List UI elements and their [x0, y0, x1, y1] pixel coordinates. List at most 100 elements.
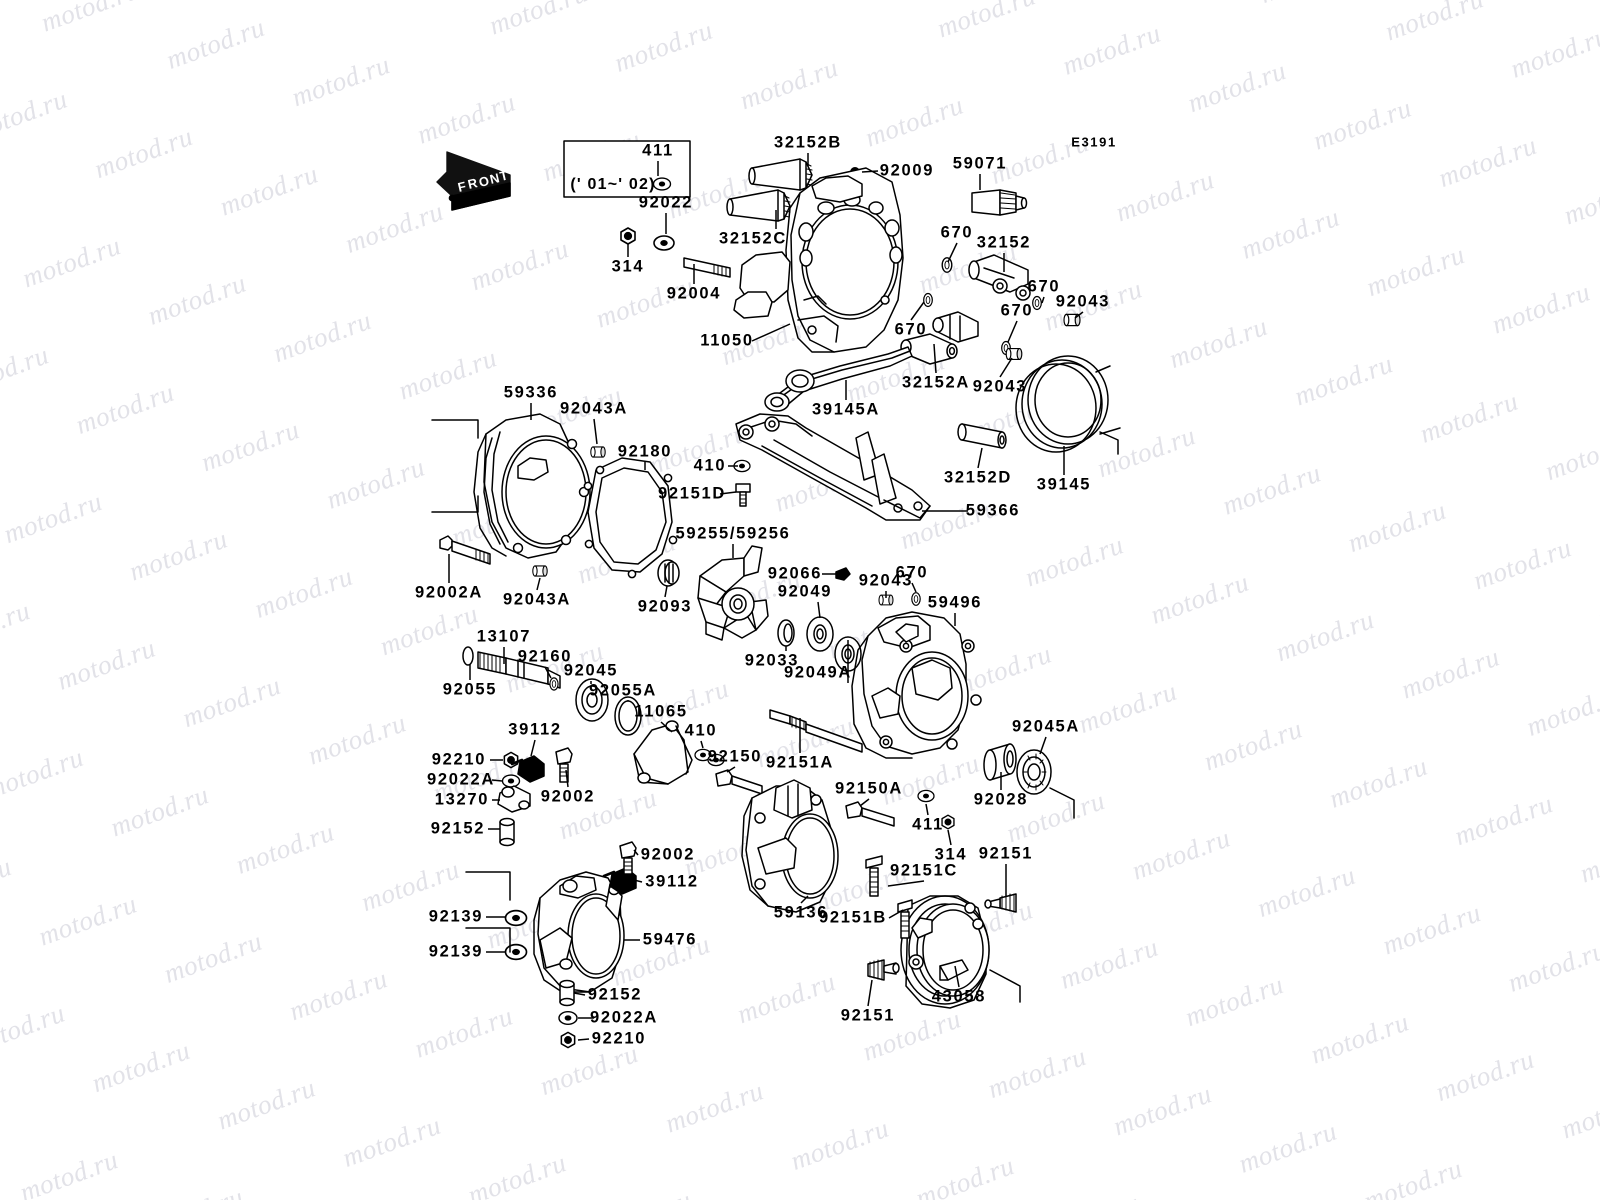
part-label-670[interactable]: 670: [1027, 277, 1061, 296]
part-label-92151D[interactable]: 92151D: [658, 484, 726, 503]
clip-39112-a: [510, 755, 545, 783]
svg-text:O: O: [477, 173, 490, 190]
part-label-92210[interactable]: 92210: [591, 1029, 647, 1048]
circlip-92033: [777, 619, 795, 647]
part-label-32152A[interactable]: 32152A: [902, 373, 970, 392]
part-label-13107[interactable]: 13107: [476, 627, 532, 646]
part-label-314[interactable]: 314: [611, 257, 645, 276]
part-label-411[interactable]: 411: [642, 141, 674, 160]
part-label-92033[interactable]: 92033: [744, 651, 800, 670]
svg-text:N: N: [488, 170, 501, 187]
part-label-39112[interactable]: 39112: [508, 720, 562, 739]
part-label-59136[interactable]: 59136: [773, 903, 829, 922]
part-label-59366[interactable]: 59366: [965, 501, 1021, 520]
part-label-92055[interactable]: 92055: [442, 680, 498, 699]
part-label-92022A[interactable]: 92022A: [590, 1008, 658, 1027]
part-label-670[interactable]: 670: [895, 563, 929, 582]
part-label-39145A[interactable]: 39145A: [812, 400, 880, 419]
part-label-92002[interactable]: 92002: [540, 787, 596, 806]
rod-32152a: [900, 311, 979, 365]
part-label-92160[interactable]: 92160: [517, 647, 573, 666]
part-label-92055A[interactable]: 92055A: [589, 681, 657, 700]
bolt-92150a: [845, 801, 895, 827]
svg-text:T: T: [498, 168, 509, 184]
part-label-11050[interactable]: 11050: [700, 331, 754, 350]
part-label-59476[interactable]: 59476: [642, 930, 698, 949]
part-label-314[interactable]: 314: [934, 845, 968, 864]
clamp-ring-43058: [900, 895, 990, 1009]
part-label-39112[interactable]: 39112: [645, 872, 699, 891]
bolt-92151c: [865, 855, 883, 897]
part-label-32152D[interactable]: 32152D: [944, 468, 1012, 487]
part-label-670[interactable]: 670: [940, 223, 974, 242]
fitting-59071: [971, 189, 1028, 216]
part-label-92150[interactable]: 92150: [707, 747, 763, 766]
part-label-13270[interactable]: 13270: [434, 790, 490, 809]
hose-39145a: [764, 346, 913, 412]
part-label-92043[interactable]: 92043: [972, 377, 1028, 396]
seal-92049: [806, 616, 834, 652]
fitting-92151-a: [984, 893, 1017, 913]
part-label-92210[interactable]: 92210: [431, 750, 487, 769]
nozzle-59476: [533, 871, 625, 993]
bolt-92002a: [439, 535, 491, 565]
part-label-59496[interactable]: 59496: [927, 593, 983, 612]
part-label-92152[interactable]: 92152: [430, 819, 486, 838]
part-label-670[interactable]: 670: [1000, 301, 1034, 320]
part-label-92180[interactable]: 92180: [617, 442, 673, 461]
part-label-92049A[interactable]: 92049A: [784, 663, 852, 682]
part-label-92043A[interactable]: 92043A: [560, 399, 628, 418]
oring-92055a: [614, 696, 642, 736]
part-label-670[interactable]: 670: [894, 320, 928, 339]
part-label-410[interactable]: 410: [684, 721, 718, 740]
clamp-13270: [497, 785, 531, 813]
part-label-92043[interactable]: 92043: [1055, 292, 1111, 311]
leader-92045a-bracket: [1049, 787, 1075, 819]
hose-coil-39145: [1015, 355, 1121, 453]
part-label-92045A[interactable]: 92045A: [1012, 717, 1080, 736]
collar-92028: [983, 743, 1017, 781]
part-label-92151[interactable]: 92151: [978, 844, 1034, 863]
svg-text:R: R: [466, 175, 479, 192]
part-label-92022[interactable]: 92022: [638, 193, 694, 212]
part-label-92045[interactable]: 92045: [563, 661, 619, 680]
part-label-11065[interactable]: 11065: [634, 702, 688, 721]
part-label-43058[interactable]: 43058: [931, 987, 987, 1006]
part-label-92151[interactable]: 92151: [840, 1006, 896, 1025]
part-label-32152[interactable]: 32152: [976, 233, 1032, 252]
part-label-92022A[interactable]: 92022A: [427, 770, 495, 789]
part-label-92150A[interactable]: 92150A: [835, 779, 903, 798]
part-label-92043[interactable]: 92043: [858, 571, 914, 590]
part-label-92139[interactable]: 92139: [428, 907, 484, 926]
part-label-92066[interactable]: 92066: [767, 564, 823, 583]
part-label-92004[interactable]: 92004: [666, 284, 722, 303]
part-label-92002[interactable]: 92002: [640, 845, 696, 864]
leader-59476-bracket: [465, 871, 511, 901]
part-label-92093[interactable]: 92093: [637, 597, 693, 616]
part-label-92152[interactable]: 92152: [587, 985, 643, 1004]
part-label-92028[interactable]: 92028: [973, 790, 1029, 809]
tube-32152d: [957, 423, 1007, 449]
part-label-410[interactable]: 410: [693, 456, 727, 475]
part-label-59255-59256[interactable]: 59255/59256: [675, 524, 791, 543]
part-label-92151C[interactable]: 92151C: [890, 861, 958, 880]
part-label-92151B[interactable]: 92151B: [819, 908, 887, 927]
leader-59476-bracket-2: [465, 927, 511, 953]
part-label-92002A[interactable]: 92002A: [415, 583, 483, 602]
part-label-39145[interactable]: 39145: [1036, 475, 1092, 494]
part-label-32152B[interactable]: 32152B: [774, 133, 842, 152]
nozzle-bracket-59136: [741, 779, 839, 913]
part-label-59071[interactable]: 59071: [952, 154, 1008, 173]
pump-housing-11050: [733, 167, 904, 353]
part-label-411[interactable]: 411: [912, 815, 944, 834]
part-label-92043A[interactable]: 92043A: [503, 590, 571, 609]
part-label-92151A[interactable]: 92151A: [766, 753, 834, 772]
part-label-92139[interactable]: 92139: [428, 942, 484, 961]
part-label-92049[interactable]: 92049: [777, 582, 833, 601]
part-label-32152C[interactable]: 32152C: [719, 229, 787, 248]
part-label-92009[interactable]: 92009: [879, 161, 935, 180]
part-label-59336[interactable]: 59336: [503, 383, 559, 402]
collar-92152-a: [499, 817, 515, 847]
